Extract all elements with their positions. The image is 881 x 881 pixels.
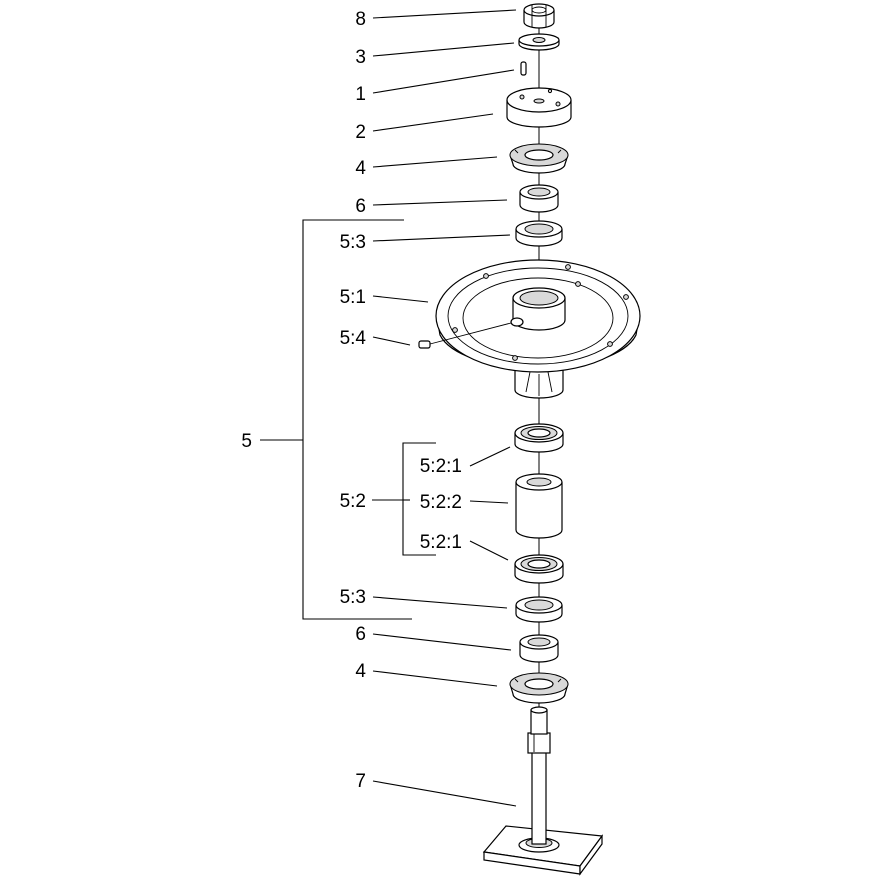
part-6-spacer-top [519, 184, 559, 213]
callout-5-3-bottom: 5:3 [340, 587, 366, 608]
callout-4-bottom: 4 [355, 661, 366, 682]
leader-lines [372, 9, 517, 807]
callout-2: 2 [355, 122, 366, 143]
callout-1: 1 [355, 84, 366, 105]
bracket-assembly-5 [260, 219, 412, 620]
callout-5-4: 5:4 [340, 328, 367, 349]
bracket-subassembly-5-2 [372, 442, 436, 556]
callout-5-2: 5:2 [340, 491, 366, 512]
part-1-key [520, 61, 527, 76]
callout-4-top: 4 [355, 158, 366, 179]
callout-5-2-1-bottom: 5:2:1 [420, 532, 462, 553]
callout-6-bottom: 6 [355, 624, 366, 645]
callout-6-top: 6 [355, 196, 366, 217]
part-8-hex-nut [523, 3, 555, 29]
part-5-2-1-bearing-top [514, 423, 564, 453]
part-5-3-cup-top [515, 220, 563, 247]
callout-labels: 8 3 1 2 4 6 5:3 5:1 5:4 5 5:2:1 5:2 5:2:… [241, 9, 462, 792]
part-5-2-1-bearing-bottom [514, 554, 564, 584]
part-2-hub [506, 87, 572, 128]
callout-5-2-2: 5:2:2 [420, 492, 462, 513]
callout-5-1: 5:1 [340, 287, 366, 308]
part-3-washer [518, 33, 560, 51]
callout-3: 3 [355, 47, 366, 68]
part-5-3-cup-bottom [515, 596, 563, 623]
part-5-2-2-spacer-tube [515, 473, 563, 539]
callout-7: 7 [355, 771, 366, 792]
callout-5-2-1-top: 5:2:1 [420, 456, 462, 477]
part-5-1-housing [435, 259, 641, 399]
part-6-spacer-bottom [519, 634, 559, 663]
part-5-4-grease-fitting [418, 322, 512, 349]
callout-5-3-top: 5:3 [340, 232, 366, 253]
part-4-seal-bottom [509, 672, 569, 704]
part-4-seal-top [509, 143, 569, 174]
part-7-spindle-shaft [482, 706, 604, 876]
callout-8: 8 [355, 9, 366, 30]
callout-5: 5 [241, 431, 252, 452]
